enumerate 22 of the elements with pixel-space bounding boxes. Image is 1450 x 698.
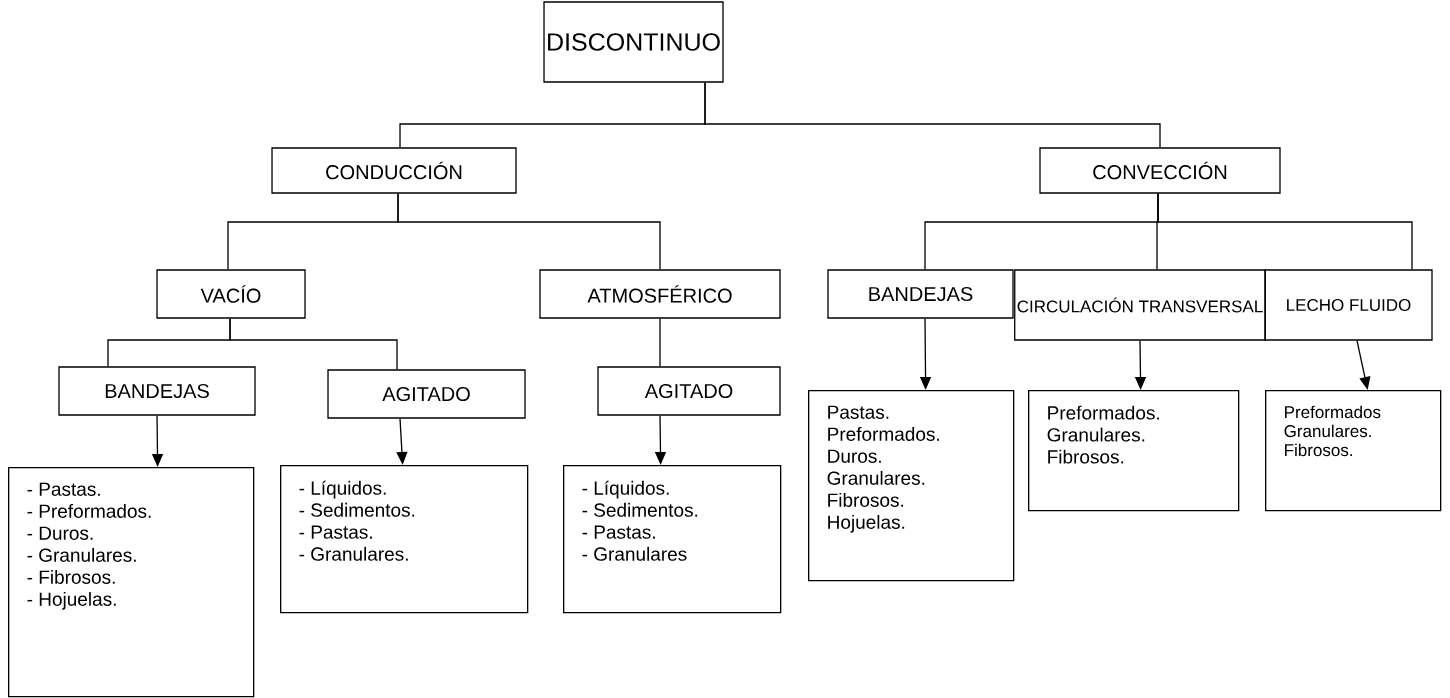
list-box: Preformados Granulares. Fibrosos. <box>1265 390 1442 512</box>
list-box: - Líquidos. - Sedimentos. - Pastas. - Granulares <box>563 465 782 614</box>
connector-line <box>659 318 661 367</box>
category-box: AGITADO <box>327 369 526 419</box>
list-box: Preformados. Granulares. Fibrosos. <box>1028 390 1240 512</box>
category-box: CONVECCIÓN <box>1039 147 1281 194</box>
category-box: CIRCULACIÓN TRANSVERSAL <box>1014 269 1266 341</box>
category-box: CONDUCCIÓN <box>271 147 517 194</box>
list-box: - Líquidos. - Sedimentos. - Pastas. - Granulares. <box>280 465 529 614</box>
category-box: BANDEJAS <box>58 366 256 416</box>
connector-line <box>397 193 661 270</box>
connector-line <box>1157 193 1413 270</box>
list-box: Pastas. Preformados. Duros. Granulares. Fibrosos. Hojuelas. <box>808 390 1015 582</box>
category-box: VACÍO <box>156 269 306 319</box>
category-box: BANDEJAS <box>827 269 1014 319</box>
category-box: DISCONTINUO <box>543 1 724 83</box>
category-box: ATMOSFÉRICO <box>539 269 781 319</box>
category-box: AGITADO <box>597 366 781 416</box>
connector-line <box>704 82 1161 148</box>
category-box: LECHO FLUIDO <box>1264 269 1433 341</box>
list-box: - Pastas. - Preformados. - Duros. - Granulares. - Fibrosos. - Hojuelas. <box>8 467 255 698</box>
connector-line <box>229 318 398 370</box>
